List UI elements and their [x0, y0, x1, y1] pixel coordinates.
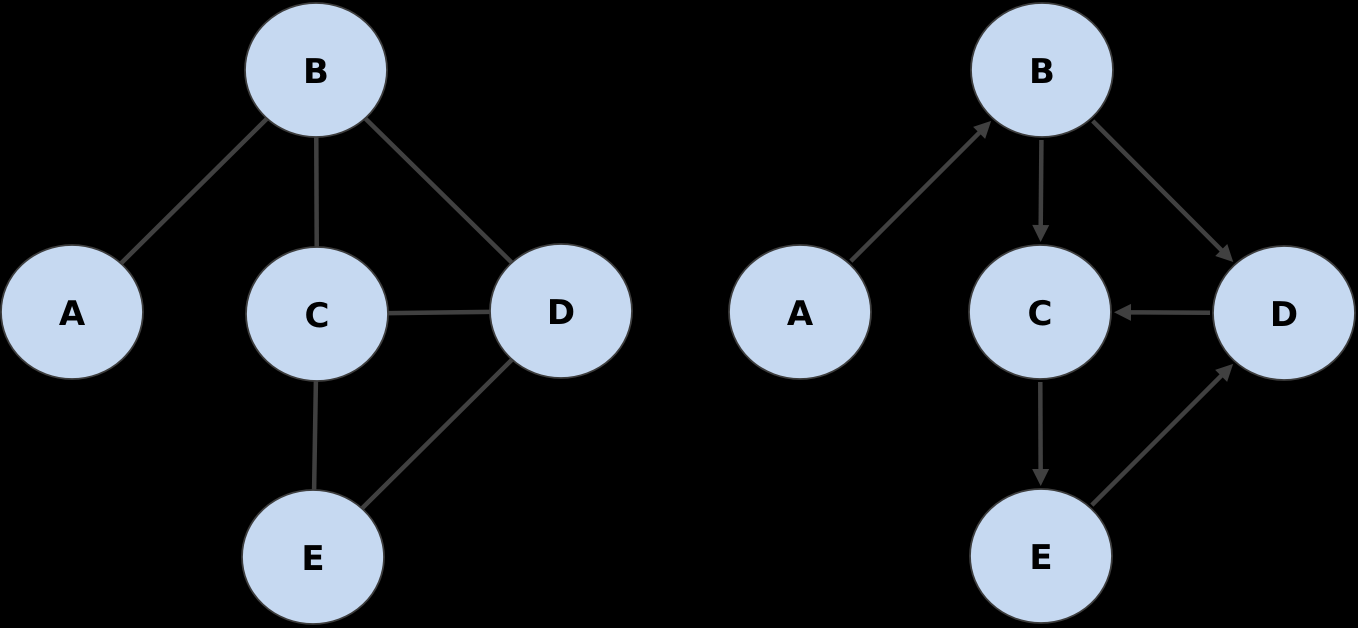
edge-A-B [849, 128, 984, 263]
edge-B-C-arrowhead [1032, 224, 1050, 243]
edge-B-C [1038, 139, 1044, 230]
edge-E-D-arrowhead [1215, 363, 1234, 382]
node-E [969, 488, 1113, 624]
node-C [245, 246, 389, 382]
node-D [489, 243, 633, 379]
edge-B-D-arrowhead [1215, 244, 1234, 263]
node-A [728, 244, 872, 380]
edge-A-B-arrowhead [973, 120, 992, 139]
node-B [970, 2, 1114, 138]
edge-D-C-arrowhead [1113, 303, 1132, 321]
edge-C-E-arrowhead [1032, 468, 1050, 487]
node-A [0, 244, 144, 380]
node-D [1212, 245, 1356, 381]
node-B [244, 2, 388, 138]
node-E [241, 489, 385, 625]
edge-B-D [1091, 119, 1226, 255]
edge-E-D [1090, 371, 1226, 507]
node-C [968, 244, 1112, 380]
